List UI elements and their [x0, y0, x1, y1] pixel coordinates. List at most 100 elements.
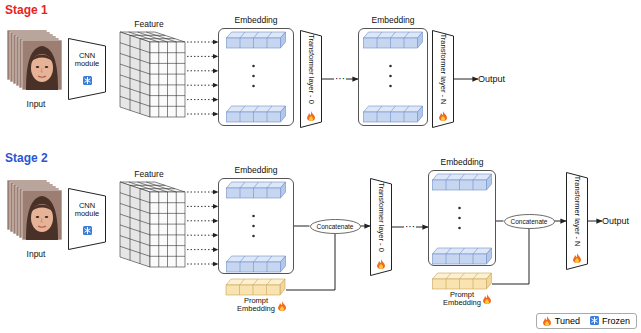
output-label: Output	[478, 75, 505, 84]
connector	[492, 229, 529, 285]
connector-line	[492, 229, 529, 285]
prompt-token	[226, 279, 285, 295]
node-text: Embedding	[371, 16, 414, 25]
concatenate-op: Concatenate	[310, 219, 361, 234]
prompt-embedding: Prompt Embedding	[226, 278, 286, 314]
node-text: Transformer layer - N	[573, 176, 581, 247]
node-text: Transformer layer - 0	[307, 34, 315, 104]
connector-line	[187, 220, 218, 221]
output-label: Output	[602, 217, 629, 226]
node-text: Output	[478, 74, 505, 84]
transformer-layer: Transformer layer - N	[432, 30, 454, 128]
cnn-module: CNN module	[68, 38, 106, 100]
embedding-tokens	[433, 174, 492, 264]
connector-line	[454, 79, 478, 80]
node-text: Prompt Embedding	[439, 291, 485, 308]
tuned-icon	[307, 111, 315, 121]
shape-outline	[68, 38, 106, 100]
input-face-stack	[7, 30, 62, 90]
node-text: Transformer layer - 0	[377, 182, 385, 252]
connector-line	[187, 70, 218, 71]
connector-line	[187, 264, 218, 265]
connector-line	[187, 249, 218, 250]
tuned-icon	[439, 111, 447, 121]
tuned-icon	[573, 253, 581, 263]
node-text: Embedding	[234, 166, 277, 175]
node-text: Embedding	[234, 16, 277, 25]
node-text: Concatenate	[317, 223, 354, 230]
node-text: CNN module	[73, 202, 101, 219]
node-text: Transformer layer - N	[439, 34, 447, 105]
edge-label: ···	[404, 222, 416, 232]
node-text: Feature	[113, 20, 185, 29]
edge-label: ···	[334, 74, 346, 84]
node-text: Embedding	[440, 158, 483, 167]
node-text: Input	[27, 100, 46, 109]
input-image: Input	[5, 28, 67, 108]
connector-line	[187, 235, 218, 236]
tuned-icon	[278, 301, 286, 311]
input-face-stack	[7, 180, 62, 240]
connector-line	[187, 192, 218, 193]
tuned-icon	[377, 259, 385, 269]
embedding-box: Embedding	[358, 28, 428, 126]
connector-line	[187, 42, 218, 43]
legend-icon	[543, 316, 552, 326]
node-text: Prompt Embedding	[233, 297, 279, 314]
embedding-box: Embedding	[218, 178, 294, 274]
node-text: CNN module	[73, 52, 101, 69]
connector-line	[294, 226, 310, 227]
connector-line	[187, 114, 218, 115]
concatenate-op: Concatenate	[504, 214, 555, 229]
node-text: Input	[27, 250, 46, 259]
connector	[588, 221, 602, 222]
stage-title: Stage 1	[5, 4, 48, 16]
transformer-layer: Transformer layer - 0	[370, 178, 392, 276]
transformer-layer: Transformer layer - N	[566, 172, 588, 270]
feature-cube	[120, 182, 185, 267]
embedding-box: Embedding	[428, 170, 496, 266]
connector-line	[187, 206, 218, 207]
dotted-arrows	[187, 192, 218, 264]
connector-line	[496, 221, 504, 222]
embedding-tokens	[227, 182, 286, 272]
shape-outline	[68, 188, 106, 250]
connector	[496, 221, 504, 222]
node-text: Feature	[113, 170, 185, 179]
feature-map: Feature	[113, 20, 185, 118]
dotted-arrows	[187, 42, 218, 114]
embedding-tokens	[227, 32, 286, 122]
transformer-layer: Transformer layer - 0	[300, 30, 322, 128]
legend-icon	[590, 316, 599, 326]
connector-line	[361, 226, 371, 227]
legend-item: Tuned	[543, 316, 580, 326]
prompt-token	[433, 273, 492, 289]
connector-line	[187, 99, 218, 100]
feature-map: Feature	[113, 170, 185, 268]
connector-line	[588, 221, 602, 222]
cnn-module: CNN module	[68, 188, 106, 250]
connector-line	[187, 85, 218, 86]
legend-text: Frozen	[602, 317, 630, 326]
embedding-box: Embedding	[218, 28, 294, 126]
connector	[555, 221, 567, 222]
legend-text: Tuned	[555, 317, 580, 326]
feature-cube	[120, 32, 185, 117]
connector-line	[555, 221, 567, 222]
legend-item: Frozen	[590, 316, 630, 326]
prompt-embedding: Prompt Embedding	[432, 272, 492, 308]
embedding-tokens	[364, 32, 423, 122]
connector	[294, 226, 310, 227]
frozen-icon	[83, 226, 92, 235]
connector	[454, 79, 478, 80]
node-text: Output	[602, 216, 629, 226]
input-image: Input	[5, 178, 67, 258]
frozen-icon	[83, 76, 92, 85]
tuned-icon	[483, 294, 491, 304]
node-text: Concatenate	[511, 218, 548, 225]
stage-title: Stage 2	[5, 152, 48, 164]
connector-line	[187, 56, 218, 57]
